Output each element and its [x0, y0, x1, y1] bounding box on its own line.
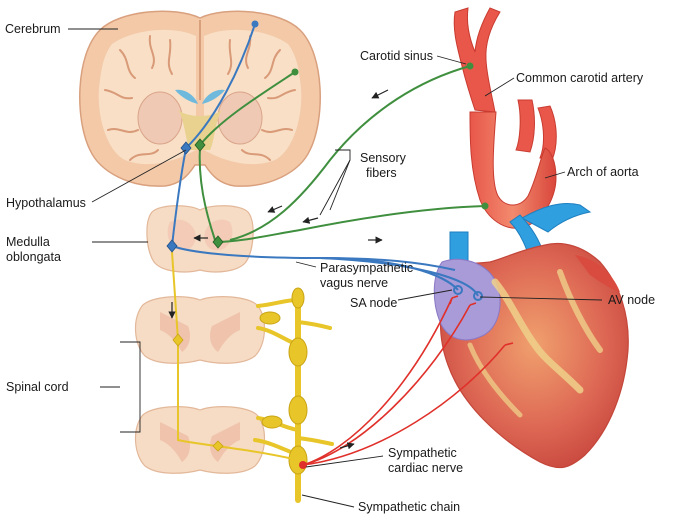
- label-sympathetic-line2: cardiac nerve: [388, 461, 464, 475]
- label-carotid-sinus: Carotid sinus: [360, 49, 433, 63]
- label-medulla-line2: oblongata: [6, 250, 61, 264]
- sensory-pathway: [198, 65, 486, 243]
- label-sensory-line1: Sensory: [360, 151, 406, 165]
- sa-node-ganglion: [453, 285, 463, 295]
- label-parasympathetic-line2: vagus nerve: [320, 276, 389, 290]
- spinal-cord-upper: [135, 296, 265, 364]
- label-sa-node: SA node: [350, 296, 398, 310]
- label-arch-of-aorta: Arch of aorta: [567, 165, 639, 179]
- leader-lines: [68, 28, 603, 508]
- sympathetic-cardiac-nerve: [302, 295, 514, 466]
- label-sensory-line2: fibers: [366, 166, 397, 180]
- cerebrum: [79, 10, 321, 187]
- spinal-cord-lower: [135, 406, 265, 474]
- label-sympathetic-line1: Sympathetic: [388, 446, 457, 460]
- label-sympathetic-chain: Sympathetic chain: [358, 500, 461, 514]
- label-common-carotid-artery: Common carotid artery: [516, 71, 644, 85]
- label-hypothalamus: Hypothalamus: [6, 196, 86, 210]
- parasympathetic-pathway: [171, 23, 479, 297]
- label-parasympathetic-line1: Parasympathetic: [320, 261, 414, 275]
- label-medulla-line1: Medulla: [6, 235, 50, 249]
- direction-arrows: [168, 89, 389, 450]
- label-spinal-cord: Spinal cord: [6, 380, 69, 394]
- label-av-node: AV node: [608, 293, 656, 307]
- label-cerebrum: Cerebrum: [5, 22, 61, 36]
- av-node-ganglion: [473, 291, 483, 301]
